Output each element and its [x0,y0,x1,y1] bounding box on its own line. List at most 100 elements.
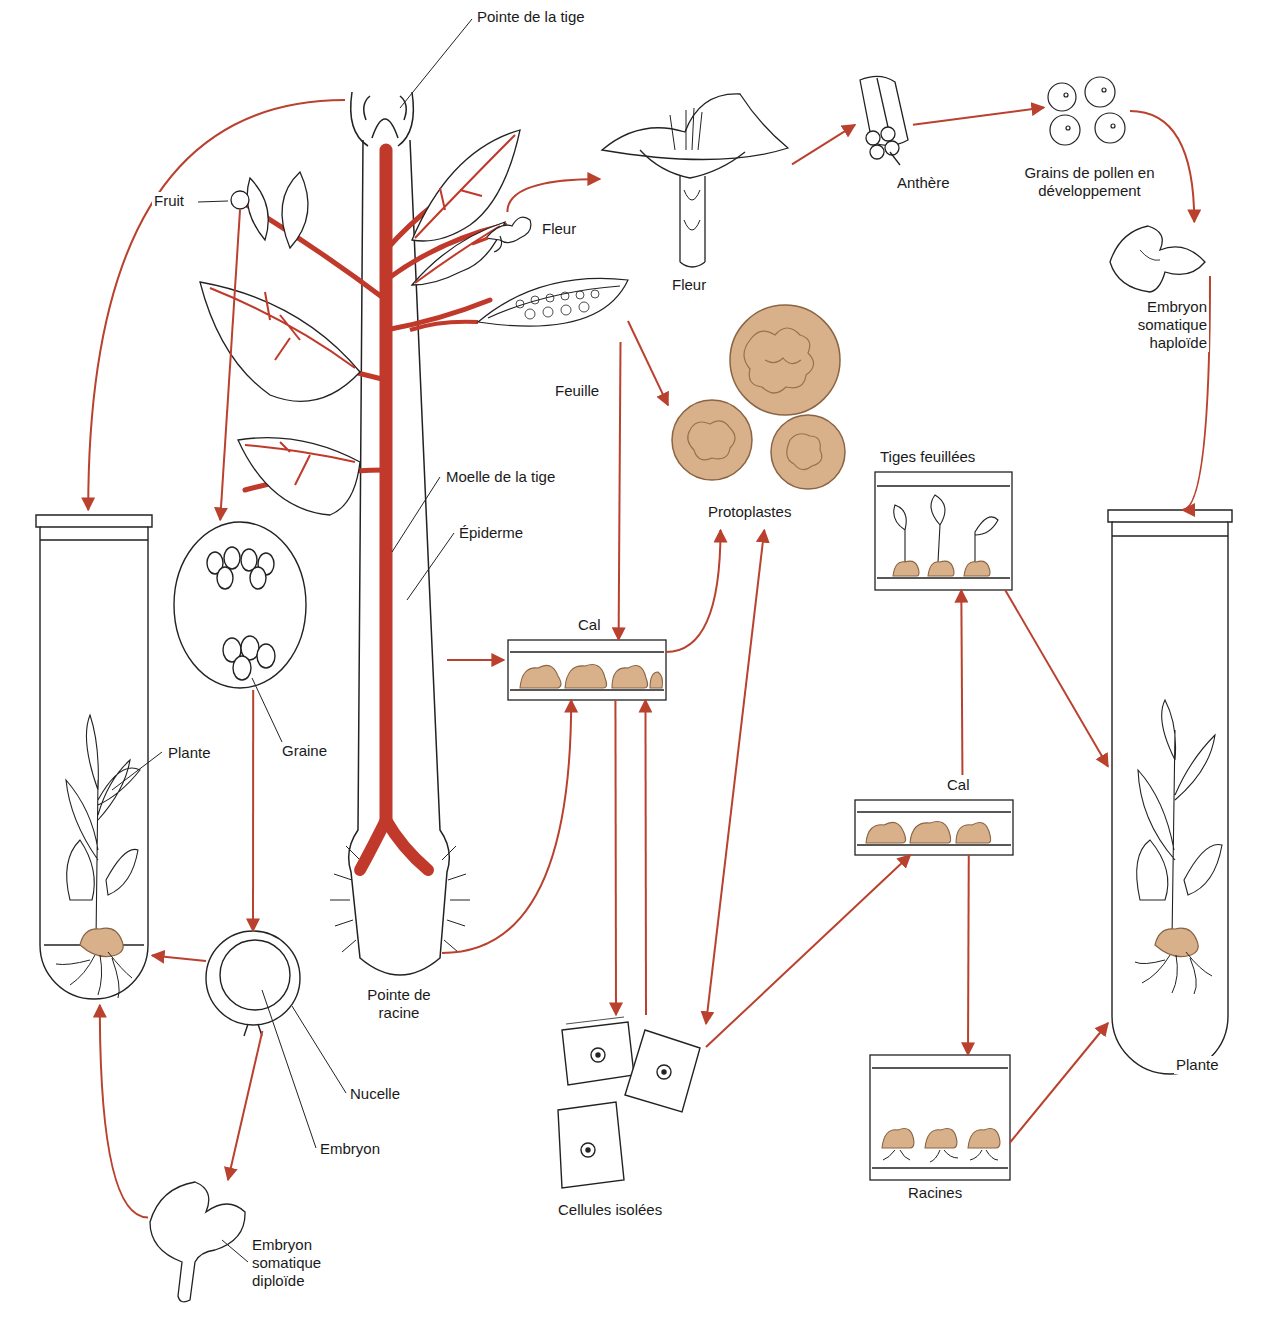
plant-stem [351,92,414,146]
isolated-cell [558,1017,700,1188]
seed [244,1024,262,1036]
roots-dish: Racines [870,1055,1010,1180]
pollen-grains [1048,83,1076,111]
part-label: Épiderme [457,524,525,542]
test-tube [1108,510,1232,1074]
leaf-section: Feuille [478,272,628,342]
leader-line [262,990,316,1148]
leaf [200,130,520,515]
tube-roots [56,952,132,998]
leaf-section [579,302,589,312]
anther [866,131,880,145]
node-label: Anthère [895,174,952,192]
node-label: Graine [280,742,329,760]
isolated-cell [591,1048,605,1062]
leaf [282,172,308,248]
fruit: Fruit [230,190,250,210]
leaf [200,282,360,401]
flow-arrow [614,700,617,1015]
flow-arrow [967,855,970,1055]
test-tube [1112,522,1228,536]
leader-line [198,201,228,202]
petri-dish [855,800,1013,855]
stem-arrow [447,659,504,661]
callus [882,1129,914,1149]
callus [910,822,951,844]
test-tube: Plante [1108,510,1232,1080]
dish-roots [883,1150,998,1162]
seed-pod [233,656,251,680]
leaf-section [591,290,599,298]
isolated-cell [558,1102,624,1188]
plant-stem [330,846,470,952]
seed-pod [174,522,306,688]
petri-dish [870,1055,1010,1180]
isolated-cell [562,1022,634,1085]
leaf-section [488,286,620,318]
callus [925,1129,957,1149]
node-label: Fleur [540,220,578,238]
protoplast-texture [688,421,735,460]
plant-flower [486,217,531,242]
callus [520,665,561,688]
tube-roots [1135,952,1212,994]
flow-arrow [228,1031,262,1180]
haploid-embryo: Embryon somatique haploïde [1105,222,1210,294]
leaf-section [561,305,571,315]
pollen-grains [1066,126,1070,130]
flow-arrow [1005,590,1108,767]
seed [206,931,300,1036]
petri-dish [508,640,666,700]
leaf-section [561,292,569,300]
node-label: Fruit [152,192,186,210]
leaf-section [546,294,554,302]
callus [866,822,906,843]
petri-dish [870,1055,1010,1180]
seed [206,931,300,1025]
node-label: Grains de pollen en développement [1000,164,1179,200]
plant-flower [494,236,502,252]
pollen-grains [1064,93,1068,97]
callus [968,1129,1000,1149]
seed-pod [174,522,306,688]
protoplast-texture [744,328,814,393]
leaf [412,222,505,285]
isolated-cell [596,1053,600,1057]
leaf-section [516,300,524,308]
flower: Fleur [600,88,792,270]
petri-dish [894,495,998,562]
protoplasts: Protoplastes [668,303,843,530]
tube-plant [67,840,95,900]
flow-arrow [619,342,621,640]
anther [860,76,908,145]
callus [893,561,990,576]
protoplast-texture [765,358,801,364]
callus [866,822,991,844]
root-tip: Pointe de racine [386,930,442,976]
diploid-embryo: Embryon somatique diploïde [148,1180,248,1305]
flow-arrow [666,530,721,652]
seed-pod [224,547,240,569]
node-label: Embryon [318,1140,382,1158]
flow-arrow [100,1005,148,1218]
pollen-grains [1095,113,1125,143]
flow-arrow [507,179,600,212]
leaf-section [531,296,539,304]
tube-plant [1137,700,1222,940]
leaf [238,438,360,515]
fruit [231,191,249,209]
flow-arrow [252,690,254,931]
protoplast-texture [787,434,822,470]
plant-flower [472,238,488,244]
node-label: Racines [906,1184,964,1202]
callus [893,561,919,576]
node-label: Nucelle [348,1085,402,1103]
tube-plant [106,849,138,895]
protoplast [672,400,752,480]
test-tube [40,527,148,540]
pollen-grains [1050,115,1080,145]
flower [602,94,788,160]
seed-pod [250,567,266,589]
tube-plant [66,715,140,940]
